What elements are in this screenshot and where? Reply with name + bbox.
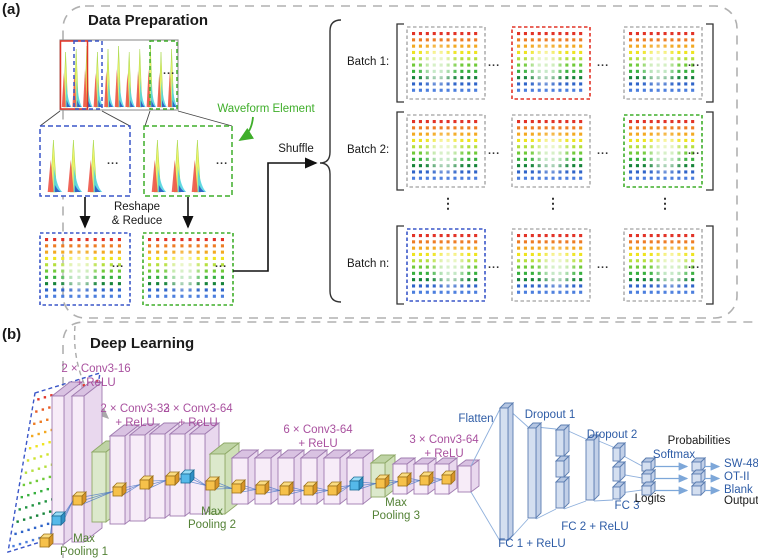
conv-group-2-label-line1: 2 × Conv3-32	[100, 403, 170, 415]
conv-group-2-label-line2: + ReLU	[115, 417, 155, 429]
ellipsis: ...	[597, 57, 610, 69]
class-sw480-label: SW-480	[724, 458, 758, 470]
batch-2-label: Batch 2:	[347, 144, 390, 156]
conv-group-4-label-line1: 6 × Conv3-64	[283, 424, 353, 436]
class-otii-label: OT-II	[724, 471, 750, 483]
pool-1-label-line1: Max	[73, 533, 95, 545]
ellipsis: ...	[107, 155, 120, 167]
shuffle-label: Shuffle	[278, 143, 314, 155]
logits-label: Logits	[634, 493, 666, 505]
ellipsis: ...	[488, 145, 501, 157]
ellipsis: ...	[688, 259, 701, 271]
panel-a-title: Data Preparation	[88, 12, 209, 29]
reshape-label-line2: & Reduce	[111, 215, 163, 227]
fc1-label: FC 1 + ReLU	[498, 538, 566, 550]
vertical-ellipsis: ⋮	[658, 195, 672, 211]
pool-1-label-line2: Pooling 1	[60, 546, 108, 558]
conv-group-1-label-line1: 2 × Conv3-16	[61, 363, 131, 375]
pool-2-label-line1: Max	[201, 506, 223, 518]
conv-group-1-label-line2: + ReLU	[76, 377, 116, 389]
ellipsis: ...	[216, 155, 229, 167]
ellipsis: ...	[215, 258, 228, 270]
panel-a-label: (a)	[2, 1, 21, 18]
panel-b-title: Deep Learning	[90, 335, 195, 352]
vertical-ellipsis: ⋮	[441, 195, 455, 211]
panel-b-label: (b)	[2, 326, 22, 343]
flatten-label: Flatten	[458, 413, 494, 425]
ellipsis: ...	[163, 65, 176, 77]
class-blank-label: Blank	[724, 484, 753, 496]
ellipsis: ...	[488, 259, 501, 271]
reshape-label-line1: Reshape	[113, 201, 161, 213]
ellipsis: ...	[597, 145, 610, 157]
ellipsis: ...	[112, 258, 125, 270]
batch-n-label: Batch n:	[347, 258, 390, 270]
dropout-2-label: Dropout 2	[586, 429, 638, 441]
ellipsis: ...	[688, 57, 701, 69]
vertical-ellipsis: ⋮	[546, 195, 560, 211]
conv-group-3-label-line1: 3 × Conv3-64	[163, 403, 233, 415]
conv-group-3-label-line2: + ReLU	[178, 417, 218, 429]
ellipsis: ...	[688, 145, 701, 157]
conv-group-4-label-line2: + ReLU	[298, 438, 338, 450]
fc2-label: FC 2 + ReLU	[561, 521, 629, 533]
pool-3-label-line1: Max	[385, 497, 407, 509]
conv-group-5-label-line1: 3 × Conv3-64	[409, 434, 479, 446]
fc3-label: FC 3	[614, 500, 640, 512]
softmax-label: Softmax	[652, 449, 696, 461]
probabilities-label: Probabilities	[667, 435, 731, 447]
waveform-element-label: Waveform Element	[217, 103, 315, 115]
batch-1-label: Batch 1:	[347, 56, 390, 68]
pool-2-label-line2: Pooling 2	[188, 519, 236, 531]
output-label: Output	[724, 495, 758, 507]
ellipsis: ...	[597, 259, 610, 271]
ellipsis: ...	[488, 57, 501, 69]
dropout-1-label: Dropout 1	[524, 409, 576, 421]
pool-3-label-line2: Pooling 3	[372, 510, 420, 522]
conv-group-5-label-line2: + ReLU	[424, 448, 464, 460]
